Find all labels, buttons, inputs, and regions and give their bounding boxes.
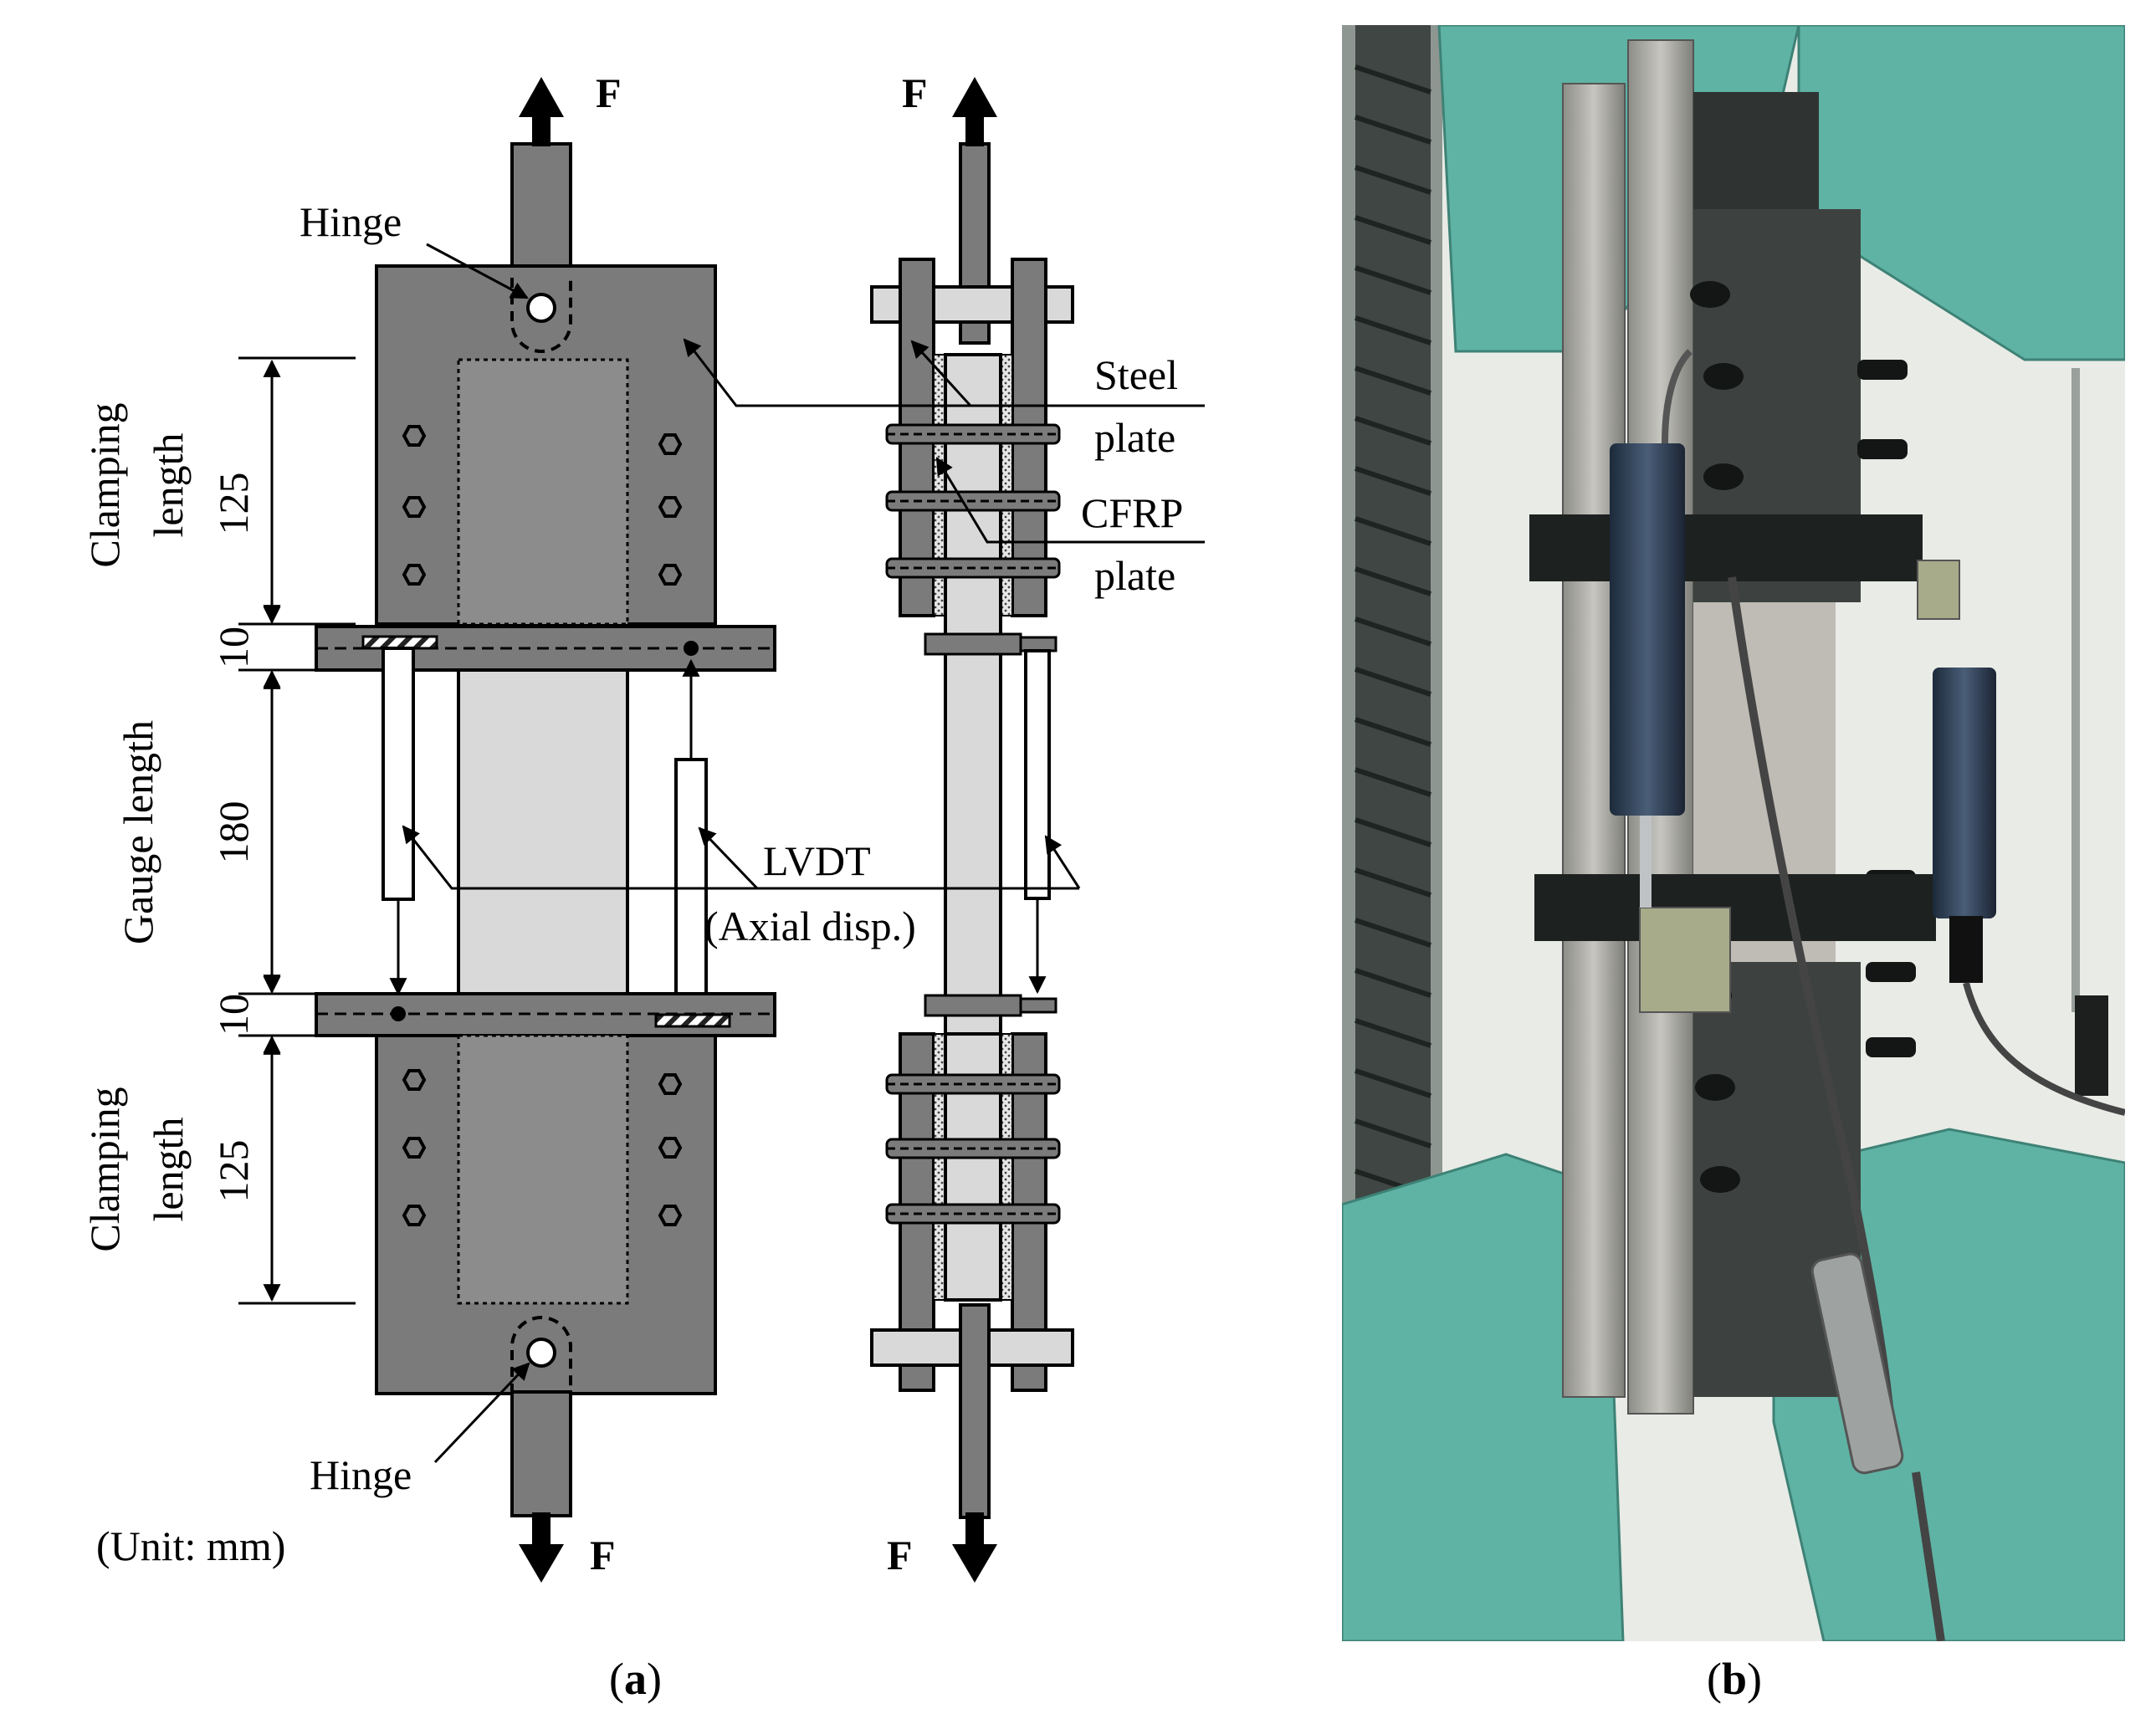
force-label-side-top: F bbox=[902, 69, 928, 116]
test-photo bbox=[1342, 25, 2125, 1641]
upper-bracket-hatch bbox=[361, 635, 438, 650]
bottom-rod bbox=[510, 1390, 572, 1517]
lvdt-right-photo bbox=[1933, 668, 1996, 918]
top-specimen-outline bbox=[457, 358, 629, 626]
force-label-bottom: F bbox=[590, 1532, 616, 1578]
bottom-force-arrow-icon bbox=[519, 1544, 564, 1583]
gauge-specimen bbox=[457, 668, 629, 998]
steel-plate-label-1: Steel bbox=[1094, 351, 1178, 398]
unit-note: (Unit: mm) bbox=[96, 1522, 285, 1569]
dimension-labels: 125 10 180 10 125 Clamping length Gauge … bbox=[81, 402, 257, 1251]
side-top-bolts bbox=[885, 423, 1061, 579]
clamping-length-bottom-2: length bbox=[145, 1118, 192, 1222]
bottom-hinge-pin bbox=[526, 1338, 556, 1368]
clamping-length-top-2: length bbox=[145, 433, 192, 538]
top-force-arrow-icon bbox=[519, 77, 564, 117]
lvdt-left-photo bbox=[1610, 443, 1685, 816]
top-hinge-pin bbox=[526, 293, 556, 323]
force-label-side-bottom: F bbox=[887, 1532, 913, 1578]
cfrp-plate-label-2: plate bbox=[1094, 552, 1175, 599]
dim-125-top: 125 bbox=[210, 473, 257, 535]
clamping-length-bottom-1: Clamping bbox=[81, 1087, 128, 1251]
caption-b: (b) bbox=[1707, 1654, 1762, 1704]
top-rod bbox=[510, 142, 572, 279]
dim-125-bottom: 125 bbox=[210, 1140, 257, 1203]
dimensions bbox=[238, 356, 356, 1305]
side-top-force-arrow-icon bbox=[952, 77, 997, 117]
caption-a: (a) bbox=[609, 1654, 662, 1704]
bottom-specimen-outline bbox=[457, 1034, 629, 1305]
bottom-force-shaft bbox=[532, 1512, 551, 1550]
front-view: F bbox=[96, 69, 776, 1583]
upper-bracket-photo bbox=[1529, 514, 1923, 581]
cfrp-plate-label-1: CFRP bbox=[1081, 489, 1183, 536]
hinge-label-bottom: Hinge bbox=[310, 1451, 412, 1498]
top-force-shaft bbox=[532, 109, 551, 146]
lower-bracket-photo bbox=[1534, 874, 1936, 941]
clamping-length-top-1: Clamping bbox=[81, 402, 128, 567]
top-bolts bbox=[402, 425, 683, 586]
lvdt-left bbox=[382, 647, 415, 901]
side-lvdt bbox=[1024, 649, 1051, 900]
lvdt-label-2: (Axial disp.) bbox=[704, 903, 916, 949]
dim-10-bottom: 10 bbox=[210, 994, 257, 1036]
gauge-length-label: Gauge length bbox=[115, 720, 161, 944]
lower-bracket-hatch bbox=[654, 1013, 731, 1028]
side-lower-bracket bbox=[924, 994, 1022, 1017]
dim-10-top: 10 bbox=[210, 627, 257, 668]
force-label-top: F bbox=[596, 69, 622, 116]
bottom-bolts bbox=[402, 1069, 683, 1226]
steel-plate-label-2: plate bbox=[1094, 414, 1175, 461]
side-view: F bbox=[402, 69, 1205, 1583]
side-upper-bracket bbox=[924, 632, 1022, 656]
side-bottom-force-arrow-icon bbox=[952, 1544, 997, 1583]
side-bottom-bolts bbox=[885, 1073, 1061, 1225]
lvdt-label-1: LVDT bbox=[763, 837, 871, 884]
hinge-label-top: Hinge bbox=[300, 198, 402, 245]
dim-180: 180 bbox=[210, 801, 257, 864]
side-bottom-rod bbox=[959, 1303, 991, 1519]
